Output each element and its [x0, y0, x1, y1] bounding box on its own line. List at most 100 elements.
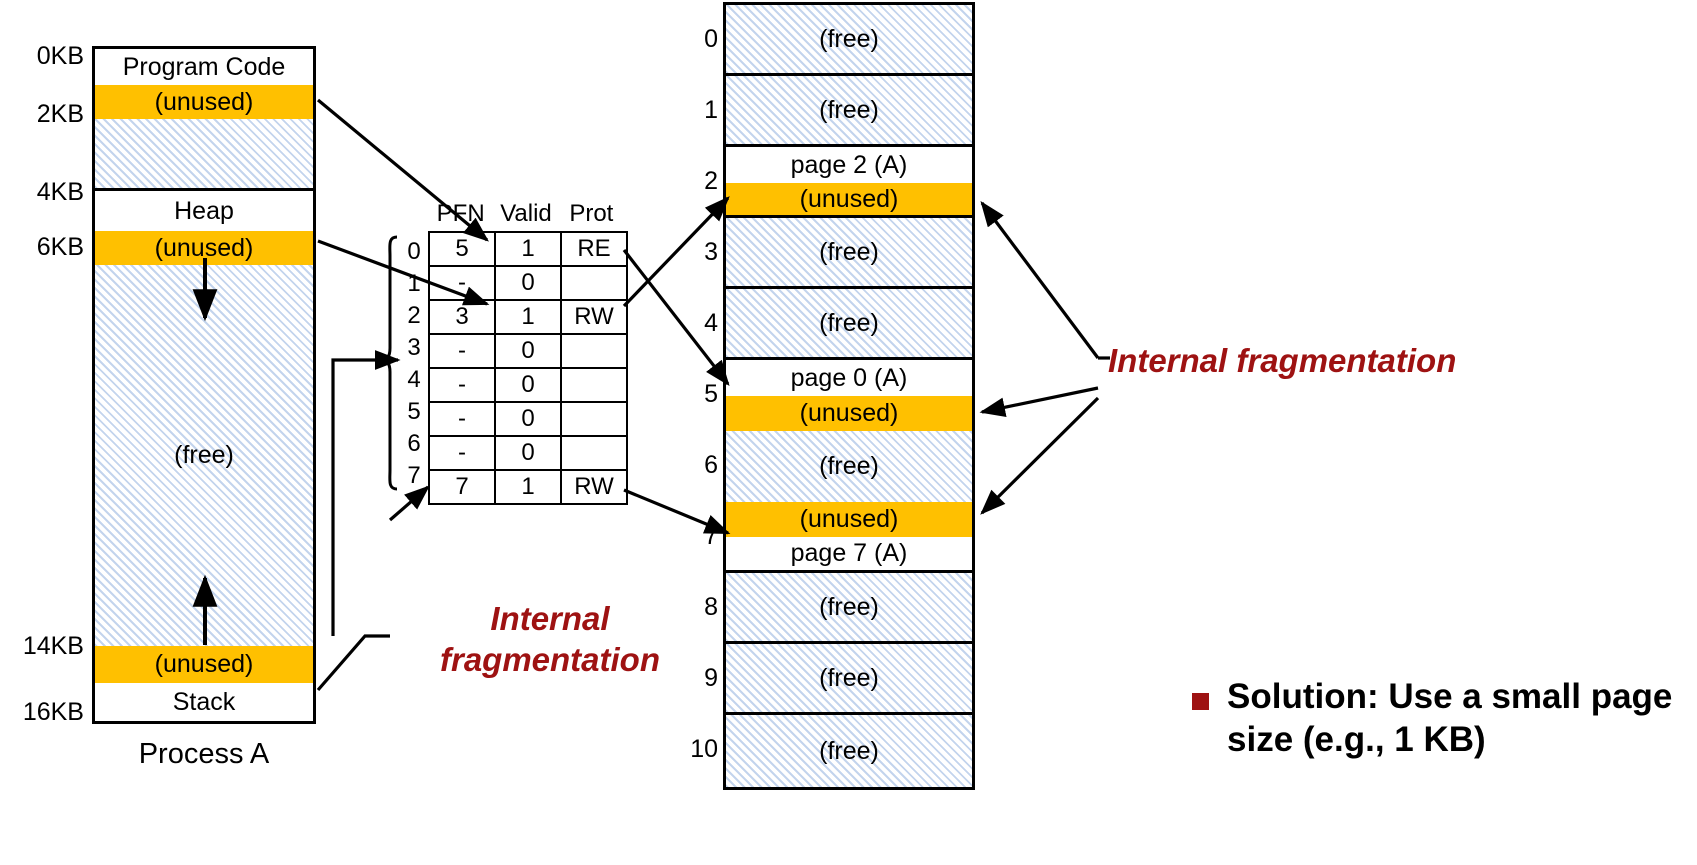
pt-r7-valid: 1: [494, 469, 562, 505]
pt-r5-pfn: -: [428, 401, 496, 437]
pm-index-10: 10: [690, 735, 718, 763]
pt-index-2: 2: [407, 302, 421, 329]
pm-frame-7-unused: (unused): [726, 502, 972, 537]
page-table-brace: [381, 235, 398, 491]
col-header-valid: Valid: [500, 200, 552, 227]
table-row: - 0: [428, 333, 628, 369]
pm-frame-10-free: (free): [726, 715, 972, 787]
arrow-stack-elbow-to-brace: [331, 350, 401, 636]
square-bullet-icon: [1192, 693, 1209, 710]
pt-r2-pfn: 3: [428, 299, 496, 335]
pt-index-6: 6: [407, 430, 421, 457]
arrow-frag-to-frame5-unused: [979, 386, 1099, 418]
addr-label-6kb: 6KB: [36, 233, 84, 261]
pt-index-0: 0: [407, 238, 421, 265]
pm-index-6: 6: [704, 451, 718, 479]
address-space-segments: Program Code (unused) Heap (unused) (fre…: [95, 49, 313, 721]
pt-r4-valid: 0: [494, 367, 562, 403]
caption-internal-fragmentation-right: Internal fragmentation: [1108, 342, 1457, 379]
pt-r2-valid: 1: [494, 299, 562, 335]
pm-frame-0-free: (free): [726, 5, 972, 76]
pm-index-1: 1: [704, 96, 718, 124]
pm-index-9: 9: [704, 664, 718, 692]
line-stack-to-pte7-a: [316, 634, 390, 692]
pm-frame-3-free: (free): [726, 218, 972, 289]
page-table-header: PFN Valid Prot: [428, 200, 624, 228]
pm-frame-5-page: page 0 (A): [726, 360, 972, 396]
segment-heap: Heap: [95, 191, 313, 231]
pm-frame-1-free: (free): [726, 76, 972, 147]
table-row: - 0: [428, 265, 628, 301]
pt-r1-prot: [560, 265, 628, 301]
pt-r1-pfn: -: [428, 265, 496, 301]
pm-frame-2-unused: (unused): [726, 183, 972, 218]
arrow-frag-to-frame2-unused: [980, 200, 1100, 359]
pt-r4-prot: [560, 367, 628, 403]
pm-index-3: 3: [704, 238, 718, 266]
pm-index-5: 5: [704, 380, 718, 408]
pt-r3-valid: 0: [494, 333, 562, 369]
pm-index-4: 4: [704, 309, 718, 337]
addr-label-16kb: 16KB: [22, 698, 84, 726]
pt-r3-pfn: -: [428, 333, 496, 369]
pt-r4-pfn: -: [428, 367, 496, 403]
addr-label-2kb: 2KB: [36, 100, 84, 128]
segment-stack-unused: (unused): [95, 646, 313, 683]
pm-frame-8-free: (free): [726, 573, 972, 644]
pm-index-7: 7: [704, 522, 718, 550]
addr-label-0kb: 0KB: [36, 42, 84, 70]
pt-r0-valid: 1: [494, 231, 562, 267]
pm-index-2: 2: [704, 167, 718, 195]
pt-r7-prot: RW: [560, 469, 628, 505]
pt-r6-pfn: -: [428, 435, 496, 471]
arrow-into-pte7: [388, 485, 430, 522]
pm-index-8: 8: [704, 593, 718, 621]
segment-code-free: [95, 119, 313, 191]
table-row: 7 1 RW: [428, 469, 628, 505]
table-row: - 0: [428, 367, 628, 403]
segment-stack: Stack: [95, 683, 313, 721]
caption-left-line2: fragmentation: [439, 641, 660, 679]
col-header-pfn: PFN: [436, 200, 485, 227]
segment-program-code: Program Code: [95, 49, 313, 85]
pt-index-1: 1: [407, 270, 421, 297]
pt-index-3: 3: [407, 334, 421, 361]
pt-r0-prot: RE: [560, 231, 628, 267]
address-space-column: [92, 46, 316, 724]
physical-memory-frames: (free) (free) page 2 (A) (unused) (free)…: [726, 5, 972, 787]
pt-r5-prot: [560, 401, 628, 437]
pt-r7-pfn: 7: [428, 469, 496, 505]
pm-frame-6-free: (free): [726, 431, 972, 502]
addr-label-4kb: 4KB: [36, 178, 84, 206]
page-table: 5 1 RE - 0 3 1 RW - 0 - 0 - 0 - 0 7 1 RW: [428, 231, 628, 505]
pt-r1-valid: 0: [494, 265, 562, 301]
pt-index-5: 5: [407, 398, 421, 425]
pm-frame-2-page: page 2 (A): [726, 147, 972, 183]
solution-bullet-text: Solution: Use a small page size (e.g., 1…: [1227, 677, 1673, 759]
process-a-label: Process A: [138, 738, 270, 770]
pm-frame-7-page: page 7 (A): [726, 537, 972, 573]
pt-r2-prot: RW: [560, 299, 628, 335]
physical-memory-column: [723, 2, 975, 790]
pt-r6-valid: 0: [494, 435, 562, 471]
table-row: - 0: [428, 435, 628, 471]
table-row: 5 1 RE: [428, 231, 628, 267]
addr-label-14kb: 14KB: [22, 632, 84, 660]
pm-frame-5-unused: (unused): [726, 396, 972, 431]
pt-r3-prot: [560, 333, 628, 369]
pm-frame-9-free: (free): [726, 644, 972, 715]
pt-index-4: 4: [407, 366, 421, 393]
table-row: 3 1 RW: [428, 299, 628, 335]
segment-heap-unused: (unused): [95, 231, 313, 265]
pt-r5-valid: 0: [494, 401, 562, 437]
pm-frame-4-free: (free): [726, 289, 972, 360]
pm-index-0: 0: [704, 25, 718, 53]
caption-left-line1: Internal: [490, 600, 610, 637]
arrow-frag-to-frame7-unused: [980, 396, 1100, 515]
pt-index-7: 7: [407, 462, 421, 489]
col-header-prot: Prot: [569, 200, 614, 227]
caption-internal-fragmentation-left: Internal fragmentation: [400, 598, 700, 681]
table-row: - 0: [428, 401, 628, 437]
segment-code-unused: (unused): [95, 85, 313, 119]
pt-r0-pfn: 5: [428, 231, 496, 267]
